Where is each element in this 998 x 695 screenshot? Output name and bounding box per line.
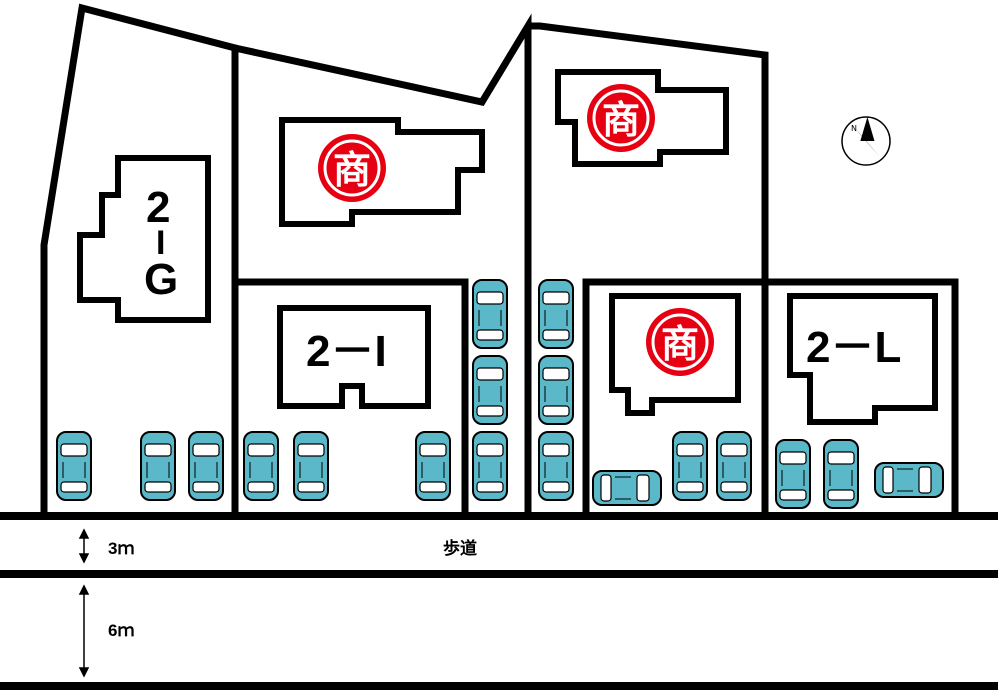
car-icon [472,431,508,501]
car-icon [472,355,508,425]
car-icon [775,439,811,509]
commercial-symbol-1-text: 商 [333,148,371,192]
lot-2i-label: 2－I [306,327,387,376]
car-icon [56,431,92,501]
commercial-symbol-3: 商 [646,308,714,376]
car-icon [672,431,708,501]
commercial-symbol-1: 商 [318,134,386,202]
lot-lower-right-boundary [582,278,959,515]
car-icon [188,431,224,501]
building-g [77,155,211,323]
lot-upper-left-boundary [234,13,532,515]
car-icon [538,355,574,425]
commercial-symbol-3-text: 商 [661,322,699,366]
car-icon [243,431,279,501]
sidewalk-width-label: 3ｍ [108,539,135,558]
lot-g-label-bot: G [144,255,179,304]
building-commercial-2 [555,69,729,167]
svg-text:N: N [851,124,857,133]
building-commercial-3 [609,293,741,416]
car-icon [415,431,451,501]
lot-g-boundary [40,3,239,515]
building-commercial-1 [279,117,485,227]
commercial-symbol-2: 商 [587,84,655,152]
commercial-symbol-2-text: 商 [602,98,640,142]
north-arrow-icon: N [841,116,891,166]
car-icon [874,462,944,498]
car-icon [140,431,176,501]
car-icon [592,470,662,506]
lot-i-boundary [235,278,469,515]
car-icon [538,279,574,349]
lot-g-label-top: 2 [146,183,171,232]
car-icon [538,431,574,501]
building-2i [277,305,431,409]
car-icon [472,279,508,349]
car-icon [293,431,329,501]
sidewalk-label: 歩道 [443,539,477,558]
road-width-label: 6ｍ [108,621,135,640]
lot-g-label-mid: I [156,224,166,262]
car-icon [823,439,859,509]
lot-2l-label: 2－L [806,323,902,372]
car-icon [716,431,752,501]
building-2l [787,293,938,425]
